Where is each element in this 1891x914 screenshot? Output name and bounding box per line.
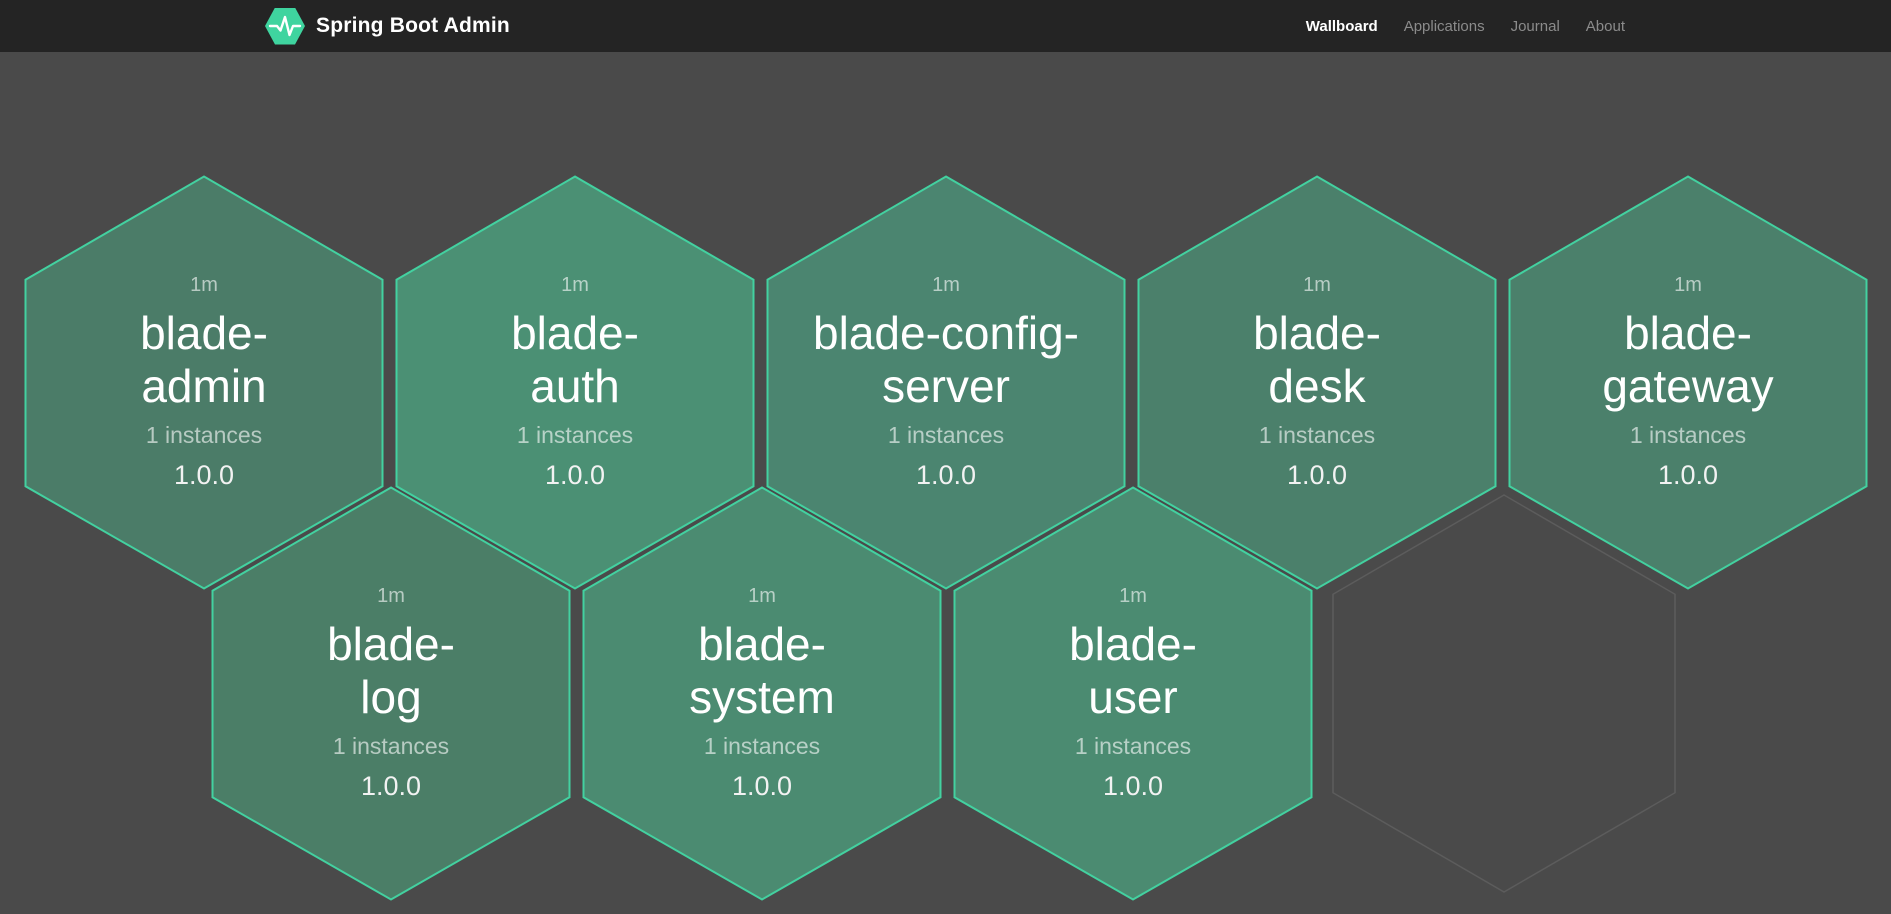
- nav-item-about[interactable]: About: [1585, 17, 1625, 35]
- hexagon-blade-system[interactable]: 1m blade- system 1 instances 1.0.0: [582, 486, 942, 901]
- uptime-label: 1m: [1119, 584, 1147, 607]
- uptime-label: 1m: [377, 584, 405, 607]
- hexagon-shape: [1137, 175, 1497, 590]
- application-name: blade- user: [1069, 617, 1197, 723]
- hexagon-shape: [766, 175, 1126, 590]
- application-version: 1.0.0: [1657, 460, 1719, 491]
- hexagon-blade-gateway[interactable]: 1m blade- gateway 1 instances 1.0.0: [1508, 175, 1868, 590]
- hexagon-shape: [953, 486, 1313, 901]
- instances-count: 1 instances: [1629, 422, 1747, 449]
- hexagon-shape: [582, 486, 942, 901]
- brand-home-link[interactable]: Spring Boot Admin: [265, 7, 510, 45]
- hexagon-content: 1m blade- admin 1 instances 1.0.0: [24, 175, 384, 590]
- hexagon-shape: [24, 175, 384, 590]
- brand-title: Spring Boot Admin: [316, 14, 510, 37]
- instances-count: 1 instances: [1074, 733, 1192, 760]
- application-name: blade- gateway: [1602, 306, 1774, 412]
- navbar-container: Spring Boot Admin Wallboard Applications J…: [253, 0, 1638, 52]
- hexagon-content: 1m blade- gateway 1 instances 1.0.0: [1508, 175, 1868, 590]
- instances-count: 1 instances: [703, 733, 821, 760]
- application-name: blade- admin: [140, 306, 268, 412]
- uptime-label: 1m: [748, 584, 776, 607]
- hexagon-blade-admin[interactable]: 1m blade- admin 1 instances 1.0.0: [24, 175, 384, 590]
- instances-count: 1 instances: [516, 422, 634, 449]
- application-version: 1.0.0: [173, 460, 235, 491]
- application-version: 1.0.0: [915, 460, 977, 491]
- application-version: 1.0.0: [1102, 771, 1164, 802]
- hexagon-blade-auth[interactable]: 1m blade- auth 1 instances 1.0.0: [395, 175, 755, 590]
- nav-item-applications[interactable]: Applications: [1403, 17, 1485, 35]
- hexagon-shape: [211, 486, 571, 901]
- hexagon-content: 1m blade- user 1 instances 1.0.0: [953, 486, 1313, 901]
- application-version: 1.0.0: [544, 460, 606, 491]
- uptime-label: 1m: [932, 273, 960, 296]
- uptime-label: 1m: [1303, 273, 1331, 296]
- hexagon-content: 1m blade-config- server 1 instances 1.0.…: [766, 175, 1126, 590]
- instances-count: 1 instances: [887, 422, 1005, 449]
- hexagon-blade-desk[interactable]: 1m blade- desk 1 instances 1.0.0: [1137, 175, 1497, 590]
- uptime-label: 1m: [561, 273, 589, 296]
- instances-count: 1 instances: [1258, 422, 1376, 449]
- instances-count: 1 instances: [332, 733, 450, 760]
- hexagon-content: 1m blade- system 1 instances 1.0.0: [582, 486, 942, 901]
- brand-hexagon-pulse-icon: [265, 7, 305, 45]
- application-version: 1.0.0: [360, 771, 422, 802]
- application-name: blade-config- server: [813, 306, 1079, 412]
- application-name: blade- auth: [511, 306, 639, 412]
- hexagon-shape: [395, 175, 755, 590]
- nav-item-wallboard[interactable]: Wallboard: [1305, 17, 1378, 35]
- instances-count: 1 instances: [145, 422, 263, 449]
- nav-item-journal[interactable]: Journal: [1510, 17, 1560, 35]
- hexagon-content: 1m blade- auth 1 instances 1.0.0: [395, 175, 755, 590]
- uptime-label: 1m: [190, 273, 218, 296]
- application-version: 1.0.0: [1286, 460, 1348, 491]
- hexagon-blade-log[interactable]: 1m blade- log 1 instances 1.0.0: [211, 486, 571, 901]
- navbar-menu: Wallboard Applications Journal About: [1293, 18, 1638, 35]
- uptime-label: 1m: [1674, 273, 1702, 296]
- application-name: blade- desk: [1253, 306, 1381, 412]
- wallboard: 1m blade- admin 1 instances 1.0.0 1m bla…: [0, 52, 1891, 914]
- hexagon-content: 1m blade- log 1 instances 1.0.0: [211, 486, 571, 901]
- application-name: blade- system: [689, 617, 835, 723]
- hexagon-blade-user[interactable]: 1m blade- user 1 instances 1.0.0: [953, 486, 1313, 901]
- hexagon-content: 1m blade- desk 1 instances 1.0.0: [1137, 175, 1497, 590]
- application-version: 1.0.0: [731, 771, 793, 802]
- top-navbar: Spring Boot Admin Wallboard Applications J…: [0, 0, 1891, 52]
- hexagon-blade-config-server[interactable]: 1m blade-config- server 1 instances 1.0.…: [766, 175, 1126, 590]
- application-name: blade- log: [327, 617, 455, 723]
- hexagon-shape: [1508, 175, 1868, 590]
